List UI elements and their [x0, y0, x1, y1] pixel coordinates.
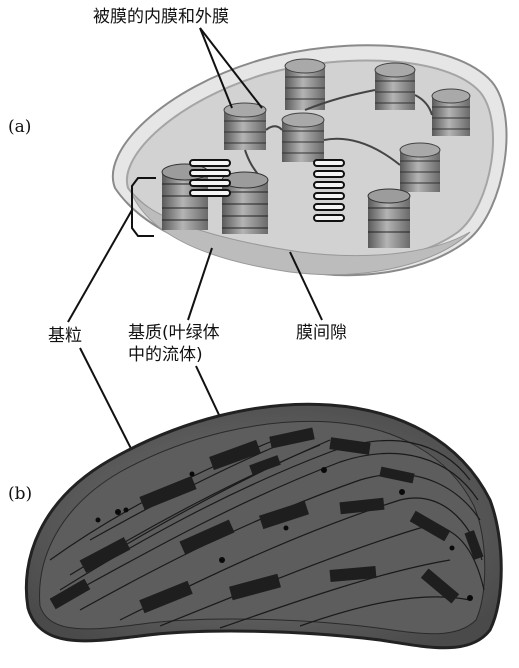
- envelope-membranes-label: 被膜的内膜和外膜: [93, 6, 229, 28]
- granum-stack: [375, 63, 415, 110]
- granum-stack: [400, 143, 440, 192]
- panel-b-label: (b): [8, 484, 32, 504]
- granum-stack: [432, 89, 470, 136]
- granum-stack: [224, 103, 266, 150]
- panel-a-label: (a): [8, 117, 31, 137]
- electron-micrograph: [26, 404, 501, 648]
- micrograph-inner: [40, 421, 485, 633]
- stroma-label-line2: 中的流体): [128, 344, 203, 366]
- granum-stack: [368, 189, 410, 248]
- granum-stack: [285, 59, 325, 110]
- granum-stack: [282, 113, 324, 162]
- grana-label: 基粒: [48, 325, 82, 347]
- intermembrane-space-label: 膜间隙: [296, 322, 347, 344]
- stroma-label-line1: 基质(叶绿体: [128, 322, 220, 344]
